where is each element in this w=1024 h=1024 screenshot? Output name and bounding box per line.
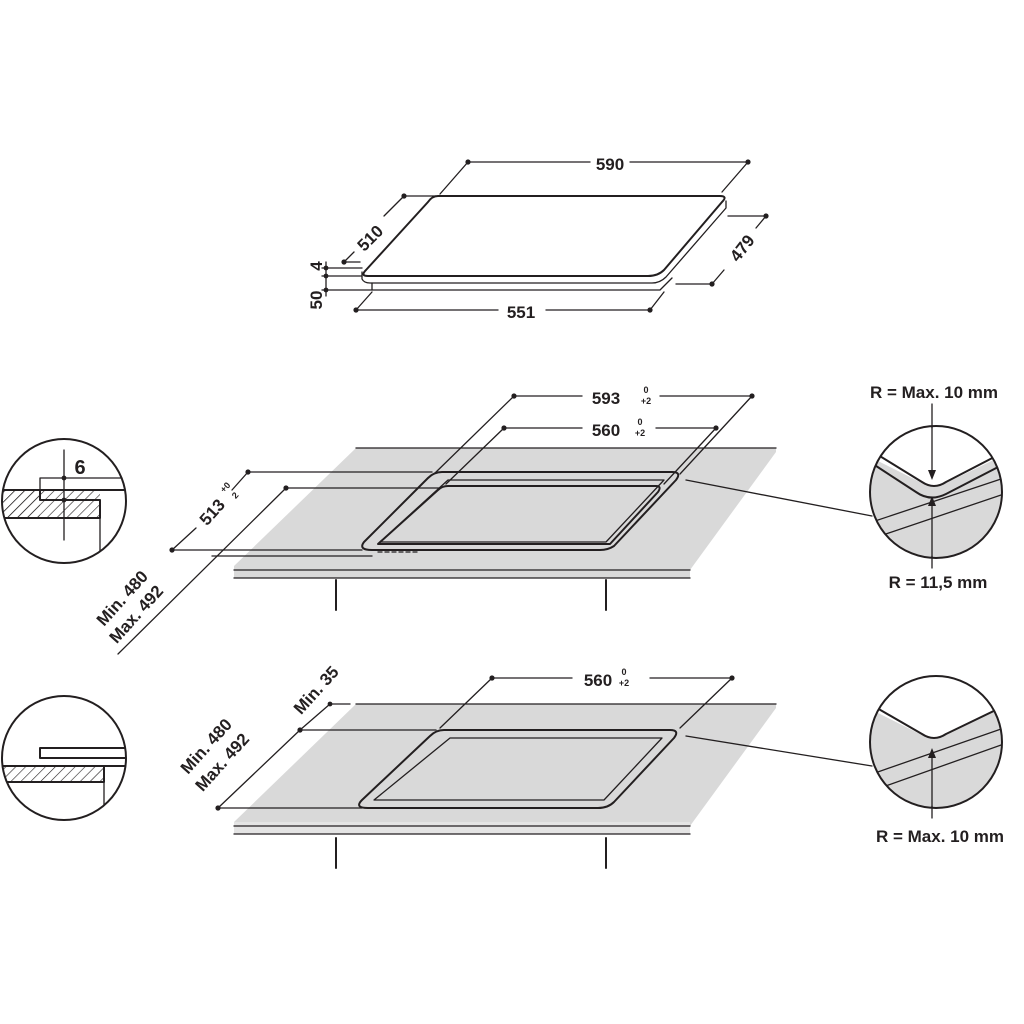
label-corner-outer-radius: R = Max. 10 mm — [870, 383, 998, 402]
hob-glass-edge — [361, 200, 727, 284]
label-corner-inner-radius: R = 11,5 mm — [889, 573, 988, 592]
detail-corner-flush: R = Max. 10 mm R = 11,5 mm — [685, 383, 1003, 592]
svg-text:0: 0 — [621, 667, 626, 677]
label-standard-corner-radius: R = Max. 10 mm — [876, 827, 1004, 846]
dimension-560-standard: 560 0 +2 — [439, 667, 735, 729]
cutout-inner — [377, 485, 661, 545]
detail-standard-section — [1, 695, 127, 821]
label-glass-thickness: 4 — [307, 261, 326, 271]
label-step-depth: 6 — [74, 457, 85, 479]
svg-text:0: 0 — [637, 417, 642, 427]
cutout-outer-step — [361, 471, 680, 551]
cutout-standard — [358, 729, 678, 809]
label-width: 590 — [596, 155, 624, 174]
dimension-depth-510: 510 — [341, 193, 437, 265]
detail-corner-standard: R = Max. 10 mm — [685, 675, 1004, 846]
label-inner-width: 560 — [592, 421, 620, 440]
svg-text:+2: +2 — [635, 428, 645, 438]
dimension-560-flush: 560 0 +2 — [445, 417, 719, 485]
svg-text:0: 0 — [643, 385, 648, 395]
svg-text:2: 2 — [230, 490, 241, 500]
label-front-margin: Min. 35 — [290, 663, 343, 719]
label-outer-depth: 513 — [196, 495, 229, 529]
worktop-flush — [233, 447, 777, 611]
hob-base — [371, 277, 673, 291]
worktop-standard — [233, 703, 777, 869]
svg-text:+2: +2 — [641, 396, 651, 406]
label-base-depth: 479 — [726, 231, 758, 265]
detail-step-section: 6 — [1, 438, 127, 564]
label-total-height: 50 — [307, 291, 326, 310]
dimension-height: 4 50 — [307, 261, 373, 310]
label-depth: 510 — [354, 222, 387, 255]
label-base-width: 551 — [507, 303, 535, 322]
dimension-width-590: 590 — [439, 155, 751, 195]
svg-text:+2: +2 — [619, 678, 629, 688]
label-outer-width: 593 — [592, 389, 620, 408]
hob-drawing — [361, 195, 727, 291]
label-standard-width: 560 — [584, 671, 612, 690]
dimension-593: 593 0 +2 — [433, 385, 755, 475]
hob-glass-top — [362, 195, 726, 277]
dimension-base-width-551: 551 — [353, 291, 665, 322]
